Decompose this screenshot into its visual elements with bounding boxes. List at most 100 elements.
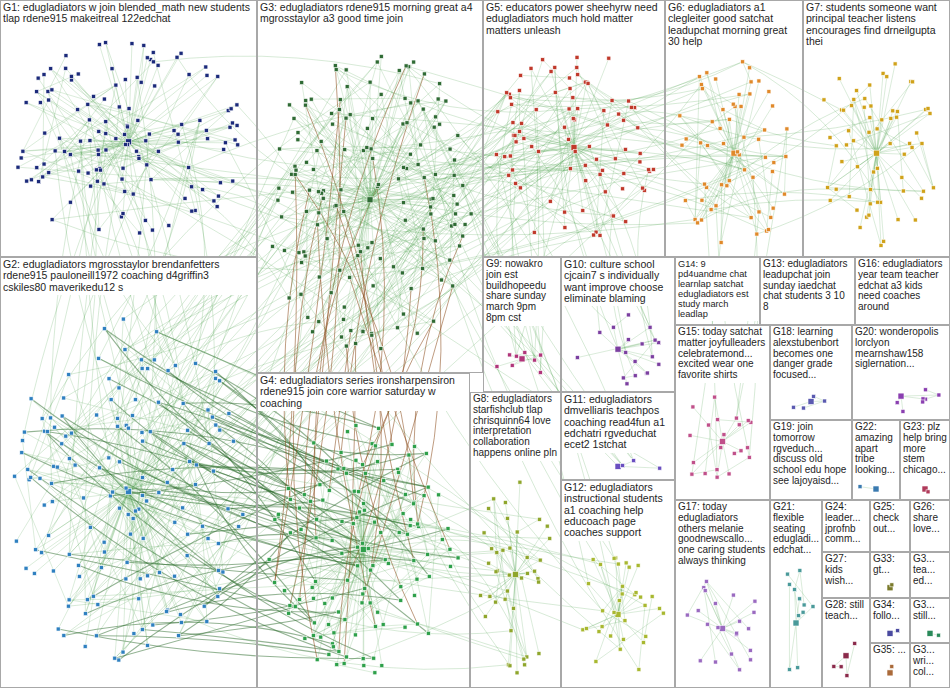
vertex-square <box>895 110 899 114</box>
vertex-square <box>742 135 746 139</box>
network-edge <box>574 58 609 147</box>
vertex-square <box>217 568 221 572</box>
vertex-square <box>862 105 866 109</box>
vertex-square <box>88 139 92 143</box>
network-edge <box>49 173 133 194</box>
network-edge <box>104 329 413 504</box>
vertex-square <box>404 64 408 68</box>
network-edge <box>158 191 323 402</box>
vertex-square <box>309 97 313 101</box>
network-edge <box>60 138 160 572</box>
network-edge <box>370 103 411 200</box>
network-edge <box>129 142 192 211</box>
network-edge <box>298 133 370 200</box>
vertex-square <box>869 104 873 108</box>
vertex-square <box>126 512 130 516</box>
vertex-square <box>727 117 731 121</box>
vertex-square <box>166 369 170 373</box>
vertex-square <box>415 331 419 335</box>
vertex-square <box>539 353 543 357</box>
vertex-square <box>408 152 412 156</box>
vertex-square <box>130 414 134 418</box>
vertex-square <box>317 275 321 279</box>
network-edge <box>716 79 734 153</box>
network-edge <box>24 432 128 491</box>
vertex-square <box>421 107 425 111</box>
network-edge <box>106 43 129 142</box>
vertex-square <box>97 227 101 231</box>
network-edge <box>295 452 341 606</box>
vertex-square <box>867 130 871 134</box>
vertex-square <box>510 363 514 367</box>
vertex-square <box>45 430 49 434</box>
network-edge <box>339 110 370 200</box>
vertex-square <box>317 190 321 194</box>
network-edge <box>97 181 195 210</box>
vertex-square <box>151 50 155 54</box>
network-edge <box>331 256 358 293</box>
network-edge <box>337 591 508 665</box>
vertex-square <box>311 330 315 334</box>
vertex-square <box>911 80 915 84</box>
vertex-square <box>747 455 751 459</box>
vertex-square <box>737 92 741 96</box>
network-edge <box>23 151 125 191</box>
vertex-square <box>140 493 144 497</box>
network-edge <box>139 127 230 158</box>
network-edge <box>574 120 624 147</box>
vertex-square <box>458 244 462 248</box>
vertex-square <box>624 350 628 354</box>
vertex-square <box>108 494 112 498</box>
vertex-square <box>42 503 46 507</box>
vertex-square <box>356 254 360 258</box>
vertex-square <box>36 76 40 80</box>
network-edge <box>687 581 706 615</box>
vertex-square <box>739 449 743 453</box>
vertex-square <box>171 468 175 472</box>
network-edge <box>723 601 755 628</box>
vertex-square <box>713 395 717 399</box>
network-edge <box>319 192 347 346</box>
network-edge <box>39 62 154 182</box>
vertex-square <box>691 461 695 465</box>
network-edge <box>496 147 574 154</box>
network-edge <box>78 491 128 565</box>
vertex-square <box>121 212 125 216</box>
network-edge <box>298 140 454 196</box>
vertex-square <box>47 171 51 175</box>
vertex-square <box>193 483 197 487</box>
vertex-square <box>908 141 912 145</box>
vertex-square <box>339 188 343 192</box>
vertex-square <box>316 223 320 227</box>
network-edge <box>52 90 238 145</box>
network-edge <box>351 165 585 330</box>
vertex-square <box>553 90 557 94</box>
vertex-square <box>107 456 111 460</box>
vertex-square <box>576 73 580 77</box>
vertex-square <box>541 58 545 62</box>
network-edge <box>521 75 570 78</box>
vertex-square <box>218 587 222 591</box>
network-edge <box>593 560 635 595</box>
vertex-square <box>567 137 571 141</box>
vertex-square <box>104 132 108 136</box>
vertex-square <box>731 102 735 106</box>
network-edge <box>364 496 425 550</box>
vertex-square <box>25 179 29 183</box>
network-edge <box>128 428 129 491</box>
vertex-square <box>46 89 50 93</box>
network-edge <box>26 103 214 201</box>
network-edge <box>22 453 129 492</box>
vertex-square <box>303 103 307 107</box>
network-edge <box>583 621 625 630</box>
vertex-square <box>86 102 90 106</box>
vertex-square <box>34 548 38 552</box>
vertex-square <box>842 108 846 112</box>
vertex-square <box>757 137 761 141</box>
vertex-square <box>438 122 442 126</box>
network-edge <box>587 82 643 188</box>
network-edge <box>828 82 913 188</box>
network-edge <box>574 128 638 148</box>
network-edge <box>555 67 618 349</box>
vertex-square <box>152 358 156 362</box>
